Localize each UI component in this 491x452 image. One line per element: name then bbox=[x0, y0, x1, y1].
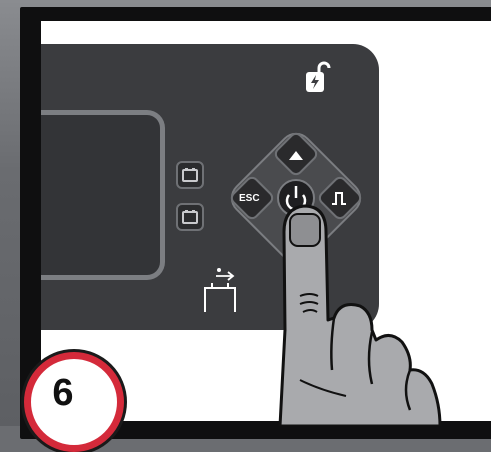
step-number: 6 bbox=[24, 372, 102, 415]
battery-button-bottom[interactable] bbox=[177, 204, 203, 230]
usb-battery-icon bbox=[205, 268, 235, 312]
unlock-charge-icon bbox=[306, 63, 329, 92]
battery-button-top[interactable] bbox=[177, 162, 203, 188]
hand-illustration bbox=[280, 206, 440, 426]
esc-label: ESC bbox=[239, 193, 260, 204]
